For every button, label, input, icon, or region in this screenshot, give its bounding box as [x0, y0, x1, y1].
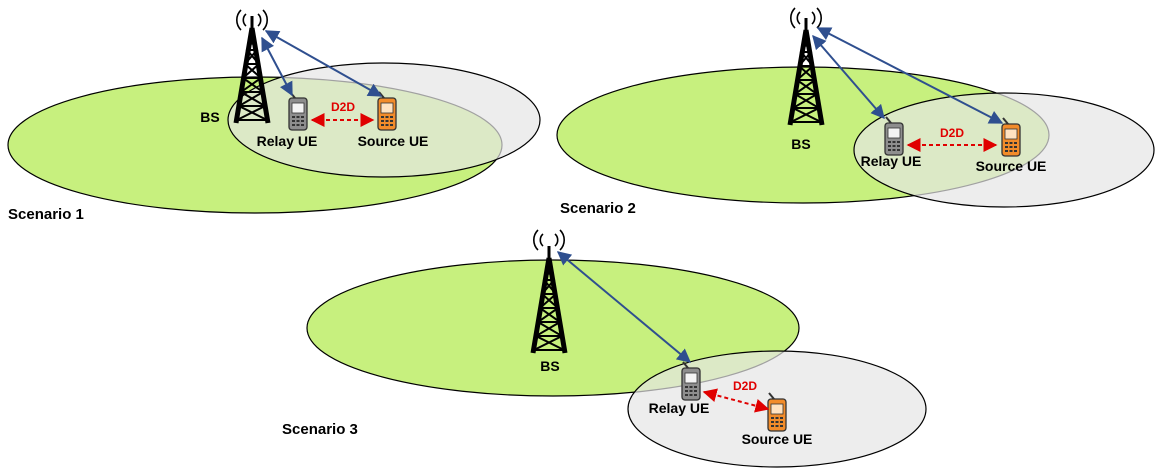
source-phone-icon	[1001, 117, 1021, 157]
d2d-label: D2D	[940, 126, 964, 140]
bs-label: BS	[791, 136, 810, 152]
bs-relay-link	[556, 251, 692, 363]
bs-source-link	[816, 27, 1004, 124]
source-phone-icon	[377, 91, 397, 131]
scenario-1: D2D BS Relay UE Source UE Scenario 1	[7, 9, 541, 223]
relay-phone-icon	[288, 91, 308, 131]
relay-ue-label: Relay UE	[861, 153, 922, 169]
source-ue-label: Source UE	[976, 158, 1047, 174]
source-ue-label: Source UE	[358, 133, 429, 149]
scenario-title: Scenario 1	[8, 206, 84, 223]
d2d-label: D2D	[733, 379, 757, 393]
scenario-2: D2D BS Relay UE Source UE Scenario 2	[556, 7, 1155, 217]
source-phone-icon	[767, 392, 787, 432]
relay-phone-icon	[681, 361, 701, 401]
relay-ue-label: Relay UE	[649, 400, 710, 416]
scenario-title: Scenario 2	[560, 200, 636, 217]
d2d-label: D2D	[331, 100, 355, 114]
relay-ue-label: Relay UE	[257, 133, 318, 149]
bs-label: BS	[540, 358, 559, 374]
cell-tower-icon	[236, 16, 268, 123]
relay-phone-icon	[884, 116, 904, 156]
scenario-3: D2D BS Relay UE Source UE Scenario 3	[282, 229, 927, 468]
bs-source-link	[264, 30, 383, 97]
scenario-title: Scenario 3	[282, 421, 358, 438]
source-ue-label: Source UE	[742, 431, 813, 447]
bs-label: BS	[200, 109, 219, 125]
